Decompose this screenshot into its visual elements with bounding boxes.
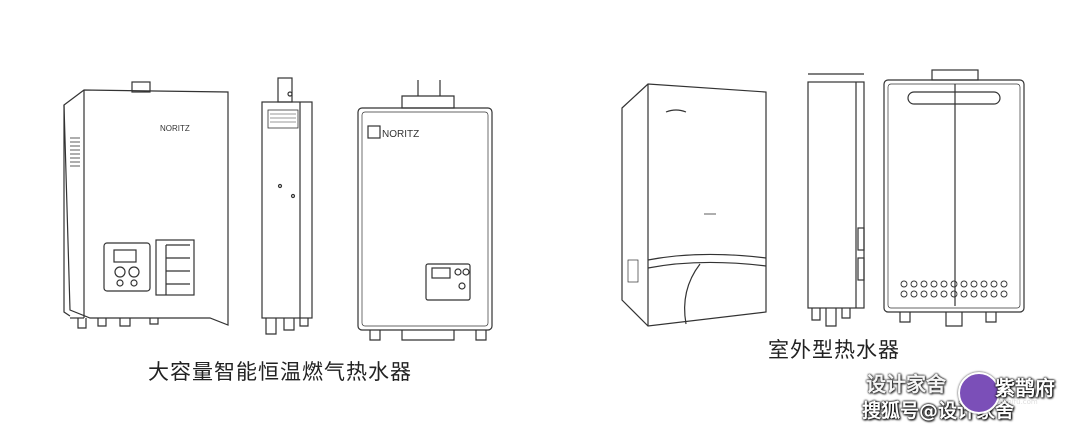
watermark-domain: zizhifu.com [998, 398, 1038, 406]
heater-front-logo: NORITZ [382, 129, 419, 140]
heater-side-view [261, 77, 313, 335]
caption-left: 大容量智能恒温燃气热水器 [148, 360, 412, 384]
heater-perspective-view [63, 81, 229, 329]
outdoor-heater-side-view [807, 73, 865, 327]
outdoor-heater-perspective [621, 83, 767, 327]
heater-perspective-logo: NORITZ [160, 124, 190, 133]
caption-right: 室外型热水器 [768, 338, 900, 362]
watermark-top: 设计家舍 [866, 372, 946, 396]
heater-front-view [357, 80, 493, 341]
watermark-logo [958, 372, 1000, 414]
outdoor-heater-front-view [883, 69, 1025, 327]
watermark-brand: 紫鹊府 [995, 376, 1055, 400]
